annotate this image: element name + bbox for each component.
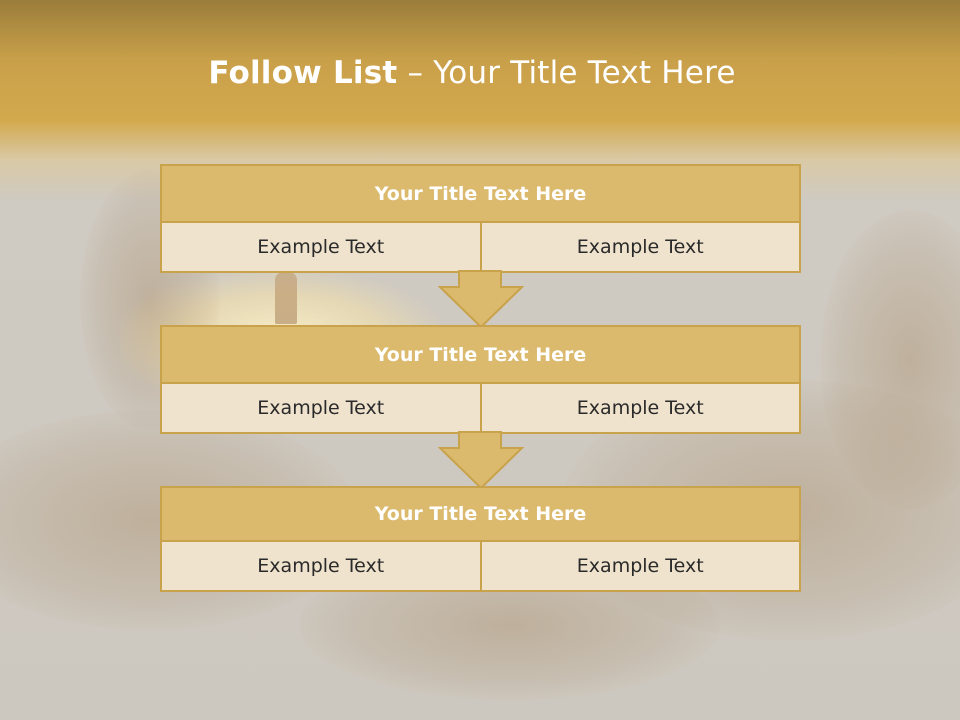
slide-title-rest: – Your Title Text Here <box>397 55 736 91</box>
down-arrow-icon <box>438 270 524 328</box>
step-block-1: Your Title Text Here Example Text Exampl… <box>160 164 801 273</box>
step-block-2: Your Title Text Here Example Text Exampl… <box>160 325 801 434</box>
silhouette-figure <box>275 272 297 324</box>
rock-shape <box>820 210 960 510</box>
step-cell-right: Example Text <box>479 542 799 590</box>
step-row: Example Text Example Text <box>162 384 799 432</box>
step-cell-right: Example Text <box>479 223 799 271</box>
slide-title: Follow List – Your Title Text Here <box>0 55 944 91</box>
slide-title-bold: Follow List <box>208 55 398 91</box>
step-cell-left: Example Text <box>162 384 480 432</box>
step-title: Your Title Text Here <box>162 488 799 542</box>
step-cell-left: Example Text <box>162 223 480 271</box>
down-arrow-icon <box>438 431 524 489</box>
step-cell-right: Example Text <box>479 384 799 432</box>
step-block-3: Your Title Text Here Example Text Exampl… <box>160 486 801 592</box>
step-title: Your Title Text Here <box>162 166 799 223</box>
step-title: Your Title Text Here <box>162 327 799 384</box>
step-row: Example Text Example Text <box>162 223 799 271</box>
step-cell-left: Example Text <box>162 542 480 590</box>
step-row: Example Text Example Text <box>162 542 799 590</box>
